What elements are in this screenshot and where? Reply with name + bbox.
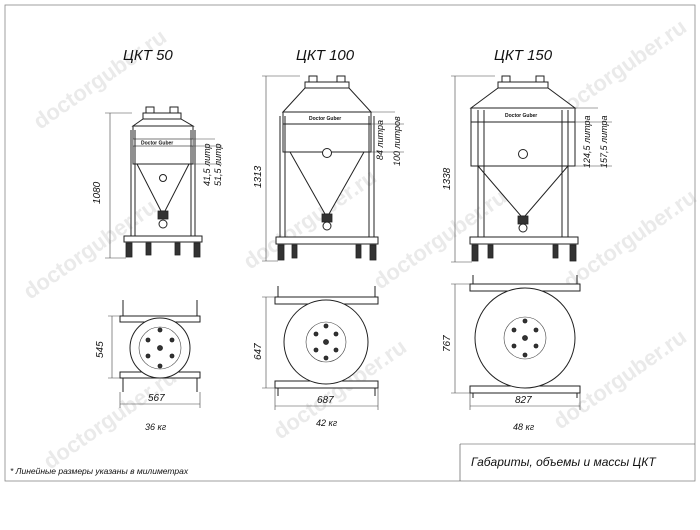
depth-value: 545 <box>95 341 106 358</box>
top-frame-posts <box>277 286 376 396</box>
mass-value: 48 кг <box>513 422 535 432</box>
mass-value: 42 кг <box>316 418 338 428</box>
tank-top-view <box>469 275 581 398</box>
volume-dimension <box>193 138 222 165</box>
frame-base <box>123 235 203 243</box>
frame-base <box>469 236 579 245</box>
valve-handle <box>518 223 528 233</box>
depth-dimension <box>108 315 120 379</box>
valve-handle <box>322 221 332 231</box>
brand-label: Doctor Guber <box>141 141 173 147</box>
tank-lid <box>131 118 195 127</box>
lid-circle <box>503 316 547 360</box>
width-dimension <box>119 392 201 408</box>
brand-plate <box>132 138 194 147</box>
depth-dimension <box>451 283 470 394</box>
tank-100: ЦКТ 100 Doctor Guber 1313 84 литра <box>253 47 404 428</box>
frame-legs <box>130 130 196 240</box>
castor-wheels <box>277 244 377 261</box>
lid-circle <box>138 326 182 370</box>
frame-base <box>275 236 379 245</box>
tank-150: ЦКТ 150 Doctor Guber 1338 124,5 литр <box>442 47 612 432</box>
watermark: doctorguber.ru <box>559 184 700 294</box>
volume-dimension <box>371 111 404 153</box>
lid-fittings <box>313 323 339 361</box>
volume-total: 157,5 литра <box>599 115 609 168</box>
volume-total: 100 литров <box>392 116 402 166</box>
valve-handle <box>158 219 168 229</box>
tank-50: ЦКТ 50 Doctor Guber <box>92 47 223 432</box>
watermark: doctorguber.ru <box>39 364 181 474</box>
height-value: 1080 <box>92 181 103 204</box>
tank-front-view: Doctor Guber <box>123 106 203 258</box>
volume-total: 51,5 литр <box>213 144 223 187</box>
lid-clamp <box>142 112 182 120</box>
tank-lid <box>469 87 577 109</box>
tank-front-view: Doctor Guber <box>275 75 379 261</box>
sheet-frame <box>4 4 696 482</box>
lid-handles <box>308 75 346 82</box>
volume-dimension <box>575 107 612 167</box>
tank-title: ЦКТ 100 <box>296 47 355 64</box>
height-dimension <box>262 75 300 262</box>
brand-label: Doctor Guber <box>309 116 341 122</box>
height-value: 1313 <box>253 165 264 188</box>
tank-body-lower <box>282 123 372 153</box>
width-dimension <box>469 393 581 410</box>
lid-handles <box>501 75 545 82</box>
tank-top-view <box>119 300 201 392</box>
bottom-valve <box>517 215 529 225</box>
watermark: doctorguber.ru <box>19 194 161 304</box>
width-value: 687 <box>317 395 334 406</box>
lid-circle <box>305 321 347 363</box>
bottom-valve <box>321 213 333 223</box>
width-value: 567 <box>148 393 165 404</box>
frame-legs <box>279 116 375 240</box>
lid-handles <box>145 106 179 113</box>
castor-wheels <box>471 244 577 262</box>
volume-working: 124,5 литра <box>582 115 592 168</box>
tank-top-view <box>274 286 379 396</box>
brand-label: Doctor Guber <box>505 113 537 119</box>
castor-wheels <box>125 242 201 258</box>
depth-value: 767 <box>442 335 453 352</box>
lid-fittings <box>145 327 175 369</box>
height-dimension <box>105 112 132 259</box>
sample-port <box>518 149 528 159</box>
width-value: 827 <box>515 395 532 406</box>
top-frame-posts <box>122 300 198 392</box>
units-note: * Линейные размеры указаны в милиметрах <box>10 466 189 476</box>
frame-legs <box>477 110 569 240</box>
lid-clamp <box>304 81 350 89</box>
lid-clamp <box>497 81 549 89</box>
depth-dimension <box>262 296 275 389</box>
depth-value: 647 <box>253 343 264 360</box>
width-dimension <box>274 388 379 410</box>
tank-title: ЦКТ 150 <box>494 47 553 64</box>
mass-value: 36 кг <box>145 422 167 432</box>
drawing-title: Габариты, объемы и массы ЦКТ <box>471 455 657 469</box>
lid-fittings <box>511 318 539 358</box>
height-value: 1338 <box>442 167 453 190</box>
tank-body-lower <box>470 121 576 167</box>
sample-port <box>322 148 332 158</box>
top-frame-posts <box>472 275 578 398</box>
volume-working: 41,5 литр <box>202 144 212 187</box>
bottom-valve <box>157 210 169 220</box>
title-block-frame <box>459 443 695 481</box>
sample-port <box>159 174 167 182</box>
tank-title: ЦКТ 50 <box>123 47 173 64</box>
tank-front-view: Doctor Guber <box>469 75 579 262</box>
tank-lid <box>281 87 373 113</box>
height-dimension <box>451 75 495 263</box>
volume-working: 84 литра <box>375 120 385 160</box>
